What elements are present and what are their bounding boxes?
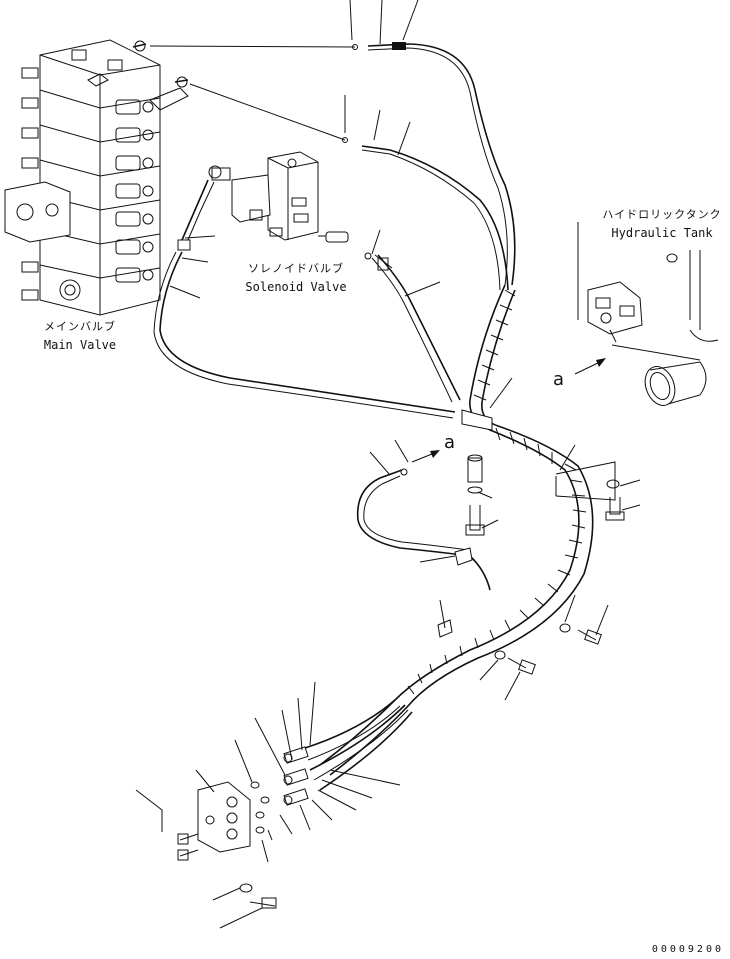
solenoid-valve-drawing [208,151,372,260]
view-arrow-a1 [574,358,606,375]
hydraulic-tank-label-en: Hydraulic Tank [611,226,713,240]
solenoid-valve-label-jp: ソレノイドバルブ [248,262,344,275]
view-marker-a2: a [444,432,456,453]
drawing-number: 00009200 [651,944,724,955]
main-valve-label-jp: メインバルブ [44,320,116,333]
solenoid-valve-label-en: Solenoid Valve [245,280,347,294]
bracket-drawing [177,409,625,909]
pipe-line-2 [189,83,346,141]
pipe-line-1 [149,45,356,48]
leader-lines-top [344,0,419,156]
hose-bundle-drawing [153,42,594,806]
view-marker-a1: a [553,369,565,390]
hydraulic-tank-label-jp: ハイドロリックタンク [602,208,722,221]
main-valve-label-en: Main Valve [43,338,117,352]
leader-lines [135,229,641,929]
view-arrow-a2 [411,450,440,463]
hydraulic-tank-drawing [577,222,719,406]
main-valve-drawing [4,39,189,316]
